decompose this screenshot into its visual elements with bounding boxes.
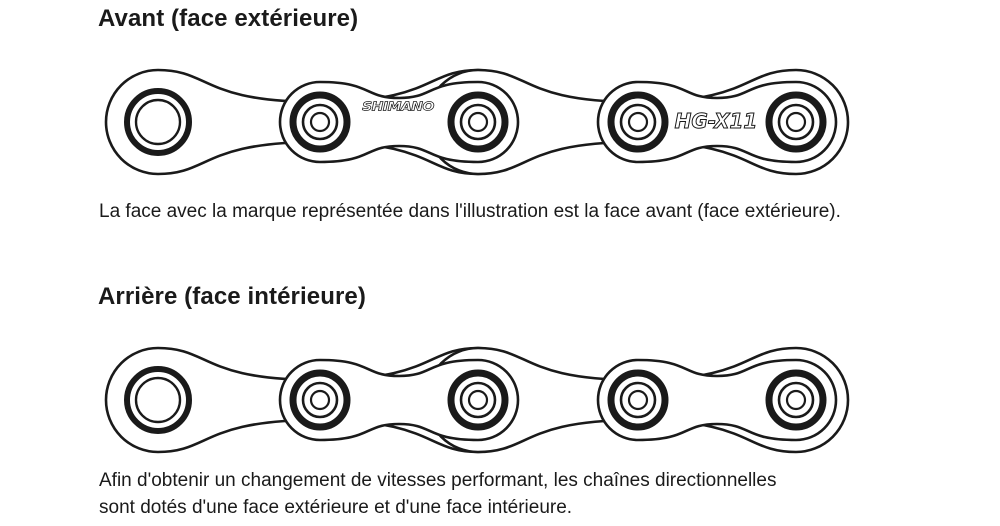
back-chain-illustration [104, 346, 850, 454]
front-face-heading: Avant (face extérieure) [98, 5, 359, 32]
back-face-caption: Afin d'obtenir un changement de vitesses… [99, 467, 776, 521]
chain-pin-icon [134, 376, 182, 424]
chain-pin-icon [309, 389, 331, 411]
front-chain-illustration: SHIMANO HG-X11 [104, 68, 850, 176]
chain-pin-icon [785, 111, 807, 133]
back-chain-rollers [124, 366, 827, 434]
chain-pin-icon [627, 111, 649, 133]
back-face-heading: Arrière (face intérieure) [98, 283, 366, 310]
brand-mark-text: SHIMANO [362, 100, 434, 114]
model-mark-text: HG-X11 [675, 109, 758, 133]
back-caption-line-1: Afin d'obtenir un changement de vitesses… [99, 470, 777, 491]
chain-pin-icon [627, 389, 649, 411]
chain-pin-icon [785, 389, 807, 411]
chain-pin-icon [467, 111, 489, 133]
chain-pin-icon [134, 98, 182, 146]
back-caption-line-2: sont dotés d'une face extérieure et d'un… [99, 497, 573, 518]
chain-pin-icon [309, 111, 331, 133]
front-chain-rollers [124, 88, 827, 156]
chain-pin-icon [467, 389, 489, 411]
front-face-caption: La face avec la marque représentée dans … [99, 201, 841, 222]
